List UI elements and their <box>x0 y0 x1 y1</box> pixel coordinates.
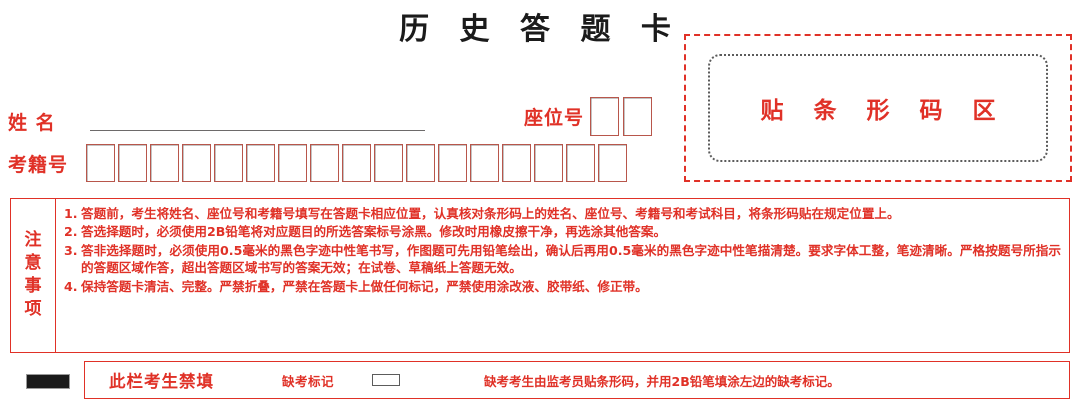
absent-mark-checkbox[interactable] <box>372 374 401 386</box>
exam-number-cell[interactable] <box>470 144 499 182</box>
exam-number-cell[interactable] <box>566 144 595 182</box>
name-input-line[interactable] <box>90 130 425 131</box>
exam-number-cell[interactable] <box>182 144 211 182</box>
exam-number-cell[interactable] <box>86 144 115 182</box>
exam-number-cell[interactable] <box>246 144 275 182</box>
barcode-paste-area[interactable]: 贴 条 形 码 区 <box>684 34 1072 182</box>
seat-number-row: 座位号 <box>524 97 653 136</box>
exam-number-cell[interactable] <box>406 144 435 182</box>
notice-title-char: 意 <box>24 253 42 274</box>
notice-title-column: 注 意 事 项 <box>11 199 56 352</box>
notice-title-char: 事 <box>24 276 42 296</box>
exam-number-boxes <box>86 144 627 182</box>
absent-mark-note: 缺考考生由监考员贴条形码，并用2B铅笔填涂左边的缺考标记。 <box>484 373 840 389</box>
notice-item-number: 2. <box>64 224 78 240</box>
seat-number-cell[interactable] <box>623 97 653 136</box>
notice-item-number: 1. <box>64 206 78 221</box>
notice-item: 2. 答选择题时，必须使用2B铅笔将对应题目的所选答案标号涂黑。修改时用橡皮擦干… <box>64 223 1061 240</box>
exam-number-label: 考籍号 <box>8 153 69 176</box>
seat-number-boxes <box>590 97 653 136</box>
notice-item-text: 保持答题卡清洁、完整。严禁折叠，严禁在答题卡上做任何标记，严禁使用涂改液、胶带纸… <box>81 278 648 294</box>
notice-item-number: 3. <box>64 242 78 258</box>
page-title: 历 史 答 题 卡 <box>399 12 681 47</box>
forbidden-column-label: 此栏考生禁填 <box>109 372 214 391</box>
notice-item-text: 答题前，考生将姓名、座位号和考籍号填写在答题卡相应位置，认真核对条形码上的姓名、… <box>81 206 900 221</box>
timing-mark <box>26 374 70 389</box>
barcode-area-label: 贴 条 形 码 区 <box>760 98 1007 124</box>
identity-block: 姓 名 座位号 考籍号 <box>0 95 670 190</box>
notice-box: 注 意 事 项 1. 答题前，考生将姓名、座位号和考籍号填写在答题卡相应位置，认… <box>10 198 1070 353</box>
bottom-bar: 此栏考生禁填 缺考标记 缺考考生由监考员贴条形码，并用2B铅笔填涂左边的缺考标记… <box>84 361 1070 399</box>
exam-number-cell[interactable] <box>278 144 307 182</box>
seat-number-cell[interactable] <box>590 97 620 136</box>
notice-item-number: 4. <box>64 278 78 294</box>
exam-number-cell[interactable] <box>118 144 147 182</box>
exam-number-cell[interactable] <box>342 144 371 182</box>
notice-item: 4. 保持答题卡清洁、完整。严禁折叠，严禁在答题卡上做任何标记，严禁使用涂改液、… <box>64 278 1061 295</box>
notice-item-text: 答选择题时，必须使用2B铅笔将对应题目的所选答案标号涂黑。修改时用橡皮擦干净，再… <box>81 224 667 240</box>
exam-number-cell[interactable] <box>534 144 563 182</box>
exam-number-cell[interactable] <box>374 144 403 182</box>
notice-item-text: 答非选择题时，必须使用0.5毫米的黑色字迹中性笔书写，作图题可先用铅笔绘出，确认… <box>81 242 1061 276</box>
seat-number-label: 座位号 <box>524 107 585 129</box>
exam-number-cell[interactable] <box>502 144 531 182</box>
exam-number-cell[interactable] <box>150 144 179 182</box>
notice-body: 1. 答题前，考生将姓名、座位号和考籍号填写在答题卡相应位置，认真核对条形码上的… <box>56 199 1069 352</box>
exam-number-row: 考籍号 <box>8 144 627 182</box>
notice-title-char: 项 <box>24 298 42 319</box>
absent-mark-label: 缺考标记 <box>282 373 335 389</box>
notice-title-char: 注 <box>24 230 42 251</box>
exam-number-cell[interactable] <box>438 144 467 182</box>
exam-number-cell[interactable] <box>598 144 627 182</box>
notice-item: 3. 答非选择题时，必须使用0.5毫米的黑色字迹中性笔书写，作图题可先用铅笔绘出… <box>64 242 1061 277</box>
exam-number-cell[interactable] <box>214 144 243 182</box>
name-label: 姓 名 <box>8 112 56 134</box>
barcode-inner-frame: 贴 条 形 码 区 <box>708 54 1048 162</box>
notice-item: 1. 答题前，考生将姓名、座位号和考籍号填写在答题卡相应位置，认真核对条形码上的… <box>64 205 1061 222</box>
name-field-row: 姓 名 <box>8 108 425 135</box>
exam-number-cell[interactable] <box>310 144 339 182</box>
